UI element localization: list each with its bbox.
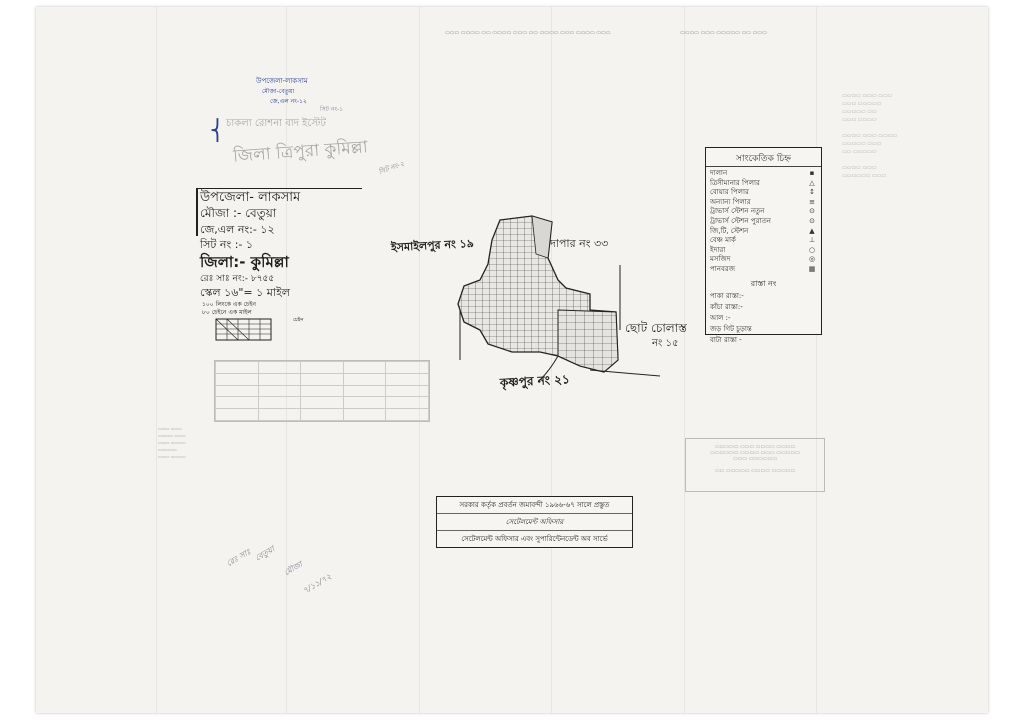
map-legend: সাংকেতিক চিহ্ন দালান ▪ ত্রিসীমানার পিলার △… <box>705 147 822 344</box>
title-district: জিলা:- কুমিল্লা <box>200 253 289 271</box>
title-chain-2: ৮০ চেইনে এক মাইল <box>202 309 252 316</box>
crease-line <box>816 7 817 713</box>
bench-mark-icon: ⊥ <box>808 236 816 245</box>
legend-label: জি,টি, স্টেশন <box>710 226 749 235</box>
margin-scribbles-left: ▭▭▭ ▭▭▭▭▭▭▭ ▭▭▭▭▭▭ ▭▭▭▭▭▭▭▭▭▭▭▭ ▭▭▭▭ <box>158 426 186 459</box>
faint-area-table <box>214 360 430 422</box>
legend-label: ত্রিসীমানার পিলার <box>710 178 760 187</box>
certificate-box: সরকার কর্তৃক প্রবর্তন জমাবন্দী ১৯৬৬-৬৭ স… <box>436 496 633 548</box>
legend-row: ত্রিসীমানার পিলার △ <box>706 179 821 189</box>
title-rev-no: রেঃ সাঃ নং:- ৮৭৫৫ <box>200 274 275 284</box>
traverse-station-new-icon: ⊙ <box>809 207 815 216</box>
legend-road: জড় গিট চুড়ান্ত <box>710 324 752 333</box>
other-pillar-icon: ≡ <box>809 197 815 206</box>
bracket-mark: ⎨ <box>210 118 225 142</box>
legend-row: ট্রাভার্স স্টেশন নতুন ⊙ <box>706 207 821 217</box>
neighbor-east: দাপার নং ৩৩ <box>550 237 609 250</box>
betel-garden-icon: ▦ <box>808 264 816 273</box>
legend-label: অন্যান্য পিলার <box>710 197 751 206</box>
legend-road: আল :- <box>710 313 731 322</box>
legend-label: দালান <box>710 169 728 177</box>
estate-stamp-line1: চাকলা রোশনা বাদ ইস্টেট <box>226 118 326 129</box>
crease-line <box>551 7 552 713</box>
header-note-upazila: উপজেলা-লাকসাম <box>256 77 308 85</box>
legend-row: বেঞ্চ মার্ক ⊥ <box>706 236 821 246</box>
neighbor-south: কৃষ্ণপুর নং ২১ <box>499 372 571 390</box>
title-sheet-no: সিট নং :- ১ <box>200 238 254 251</box>
legend-label: পানবরজ <box>710 264 735 273</box>
legend-label: ট্রাভার্স স্টেশন নতুন <box>710 207 765 216</box>
crease-line <box>684 7 685 713</box>
header-note-jl: জে,এল নং-১২ <box>270 98 307 105</box>
legend-subtitle: রাস্তা নং <box>750 278 777 288</box>
title-upazila: উপজেলা- লাকসাম <box>200 190 301 205</box>
mouza-parcel-map <box>457 215 661 381</box>
top-margin-marks: ▭▭▭ ▭▭▭▭ ▭▭ ▭▭▭▭ ▭▭▭ ▭▭ ▭▭▭▭ ▭▭▭ ▭▭▭▭ ▭▭… <box>445 30 611 36</box>
legend-road: কাঁচা রাস্তা:- <box>710 302 743 311</box>
legend-row: মসজিদ ◎ <box>706 255 821 265</box>
legend-label: বোয়ার পিলার <box>710 188 749 197</box>
legend-row: জি,টি, স্টেশন ▲ <box>706 227 821 237</box>
boundary-pillar-icon: ↕ <box>809 188 815 197</box>
legend-row: ট্রাভার্স স্টেশন পুরাতন ⊙ <box>706 217 821 227</box>
neighbor-southeast-2: নং ১৫ <box>652 338 679 349</box>
gt-station-icon: ▲ <box>809 226 815 235</box>
legend-label: ট্রাভার্স স্টেশন পুরাতন <box>710 216 771 225</box>
title-mouza: মৌজা :- বেতুয়া <box>200 206 277 220</box>
scale-bar-label: চেইন <box>293 317 304 323</box>
scale-bar <box>215 318 272 341</box>
legend-label: মসজিদ <box>710 255 731 264</box>
title-chain-1: ১০০ লিংকে এক চেইন <box>202 301 256 308</box>
legend-title: সাংকেতিক চিহ্ন <box>706 151 821 167</box>
traverse-station-old-icon: ⊙ <box>809 216 815 225</box>
building-icon: ▪ <box>809 169 815 177</box>
well-icon: ○ <box>808 245 816 254</box>
title-jl-no: জে,এল নং:- ১২ <box>200 223 275 236</box>
legend-road: বাটা রাস্তা - <box>710 335 742 344</box>
faint-stamp-box: ▭▭▭▭▭ ▭▭▭ ▭▭▭▭ ▭▭▭▭▭▭▭▭▭▭ ▭▭▭▭ ▭▭▭ ▭▭▭▭▭… <box>685 438 825 492</box>
neighbor-southeast-1: ছোট চোলাস্ত <box>625 321 687 335</box>
legend-row: পানবরজ ▦ <box>706 265 821 275</box>
legend-road: পাকা রাস্তা:- <box>710 291 744 300</box>
certificate-signature: সেটেলমেন্ট অফিসার <box>437 514 632 531</box>
tri-junction-pillar-icon: △ <box>809 178 815 187</box>
legend-row: অন্যান্য পিলার ≡ <box>706 198 821 208</box>
mosque-icon: ◎ <box>808 255 816 264</box>
legend-row: দালান ▪ <box>706 169 821 179</box>
title-block-rule <box>196 188 362 189</box>
legend-label: ইদারা <box>710 245 726 254</box>
certificate-line-1: সরকার কর্তৃক প্রবর্তন জমাবন্দী ১৯৬৬-৬৭ স… <box>437 497 632 514</box>
crease-line <box>156 7 157 713</box>
title-scale: স্কেল ১৬"= ১ মাইল <box>200 286 290 299</box>
header-note-sheet: সিট নং-১ <box>320 106 344 113</box>
legend-row: বোয়ার পিলার ↕ <box>706 188 821 198</box>
map-sheet <box>36 7 988 713</box>
certificate-line-3: সেটেলমেন্ট অফিসার এবং সুপারিন্টেনডেন্ট অ… <box>461 535 608 543</box>
title-block-bracket <box>196 188 198 236</box>
header-note-mouza: মৌজা-বেতুয়া <box>262 88 295 95</box>
legend-label: বেঞ্চ মার্ক <box>710 236 736 245</box>
legend-row: ইদারা ○ <box>706 246 821 256</box>
top-margin-marks: ▭▭▭▭ ▭▭▭ ▭▭▭▭▭ ▭▭ ▭▭▭ <box>680 30 767 36</box>
margin-scribbles-right: ▭▭▭▭ ▭▭▭ ▭▭▭▭▭▭ ▭▭▭▭▭▭▭▭▭▭ ▭▭▭▭▭ ▭▭▭▭▭▭▭… <box>842 93 898 179</box>
